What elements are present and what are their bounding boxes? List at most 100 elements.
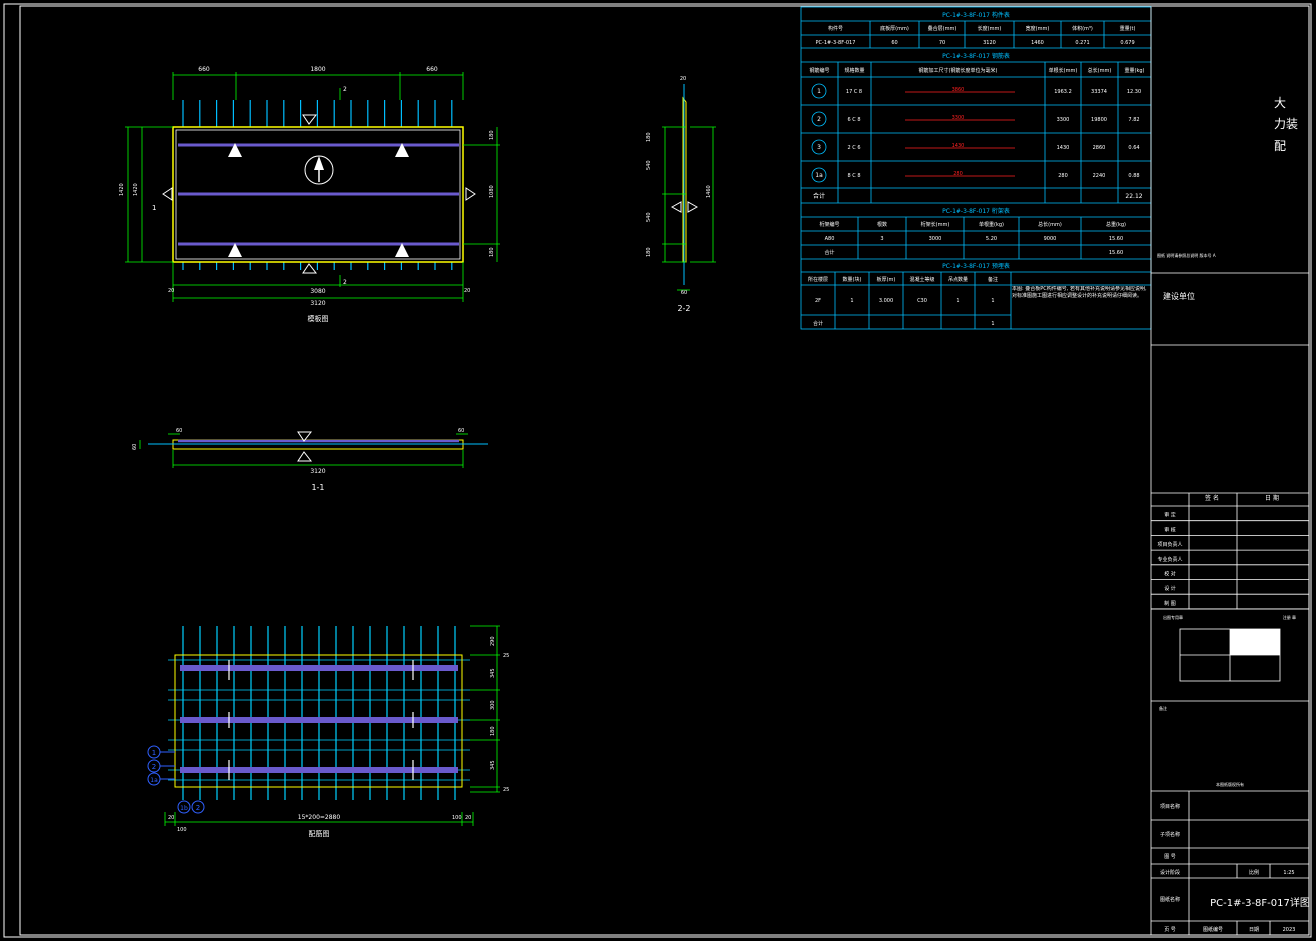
sign-row-label: 专业负责人	[1157, 556, 1182, 563]
build-unit-label: 建设单位	[1163, 291, 1195, 301]
rebar-header-cell: 重量(kg)	[1125, 67, 1145, 74]
section-mark-label: 2	[343, 86, 347, 93]
section-2-label: 2-2	[677, 304, 690, 313]
callout-label: 1	[152, 749, 156, 757]
dim-label: 3080	[310, 288, 325, 295]
rebar-len: 1963.2	[1054, 89, 1072, 95]
component-cell: 70	[939, 40, 945, 46]
truss-cell: 3	[880, 236, 883, 242]
truss-cell: A80	[825, 236, 835, 242]
lifting-point-icon	[228, 243, 242, 257]
component-header-cell: 体积(m³)	[1072, 25, 1093, 32]
embedded-cell: 1	[956, 298, 959, 304]
section-1-view: 60 60 60 3120 1-1	[132, 428, 488, 492]
sign-header: 签 名	[1205, 494, 1219, 502]
truss-table-title: PC-1#-3-8F-017 桁架表	[942, 207, 1010, 215]
callout-label: 1a	[150, 777, 158, 784]
dim-label: 660	[426, 66, 438, 73]
dim-label: 1460	[706, 185, 712, 198]
reinforcement-view: 1 2 1a 1b 2 15*200=2880 20 100 100 20 配筋…	[147, 625, 509, 838]
dim-label: 180	[646, 132, 652, 142]
component-header-cell: 宽度(mm)	[1026, 25, 1050, 32]
rebar-shape-dim: 280	[953, 171, 963, 177]
dim-label: 345	[490, 760, 496, 770]
rebar-len: 280	[1058, 173, 1068, 179]
inner-frame	[19, 5, 1310, 936]
dim-label: 3120	[310, 468, 325, 475]
embedded-header-cell: 混凝土等级	[909, 276, 934, 283]
reinforcement-dimensions	[164, 625, 500, 826]
view-marker-icon	[302, 114, 318, 125]
component-cell: 0.271	[1075, 40, 1089, 46]
dim-label: 300	[490, 700, 496, 710]
component-table-header: 构件号底板厚(mm)叠合层(mm)长度(mm)宽度(mm)体积(m³)重量(t)	[828, 25, 1135, 32]
rebar-id: 2	[817, 116, 821, 123]
page-label: 页 号	[1164, 927, 1176, 933]
dim-label: 20	[464, 288, 470, 294]
truss-header-cell: 总重(kg)	[1106, 221, 1126, 228]
title-block: 大 力装 配 图纸 说明请参照总说明 版本号 A 建设单位 签 名 日 期 审 …	[1150, 7, 1310, 935]
embedded-header-cell: 吊点数量	[948, 276, 968, 283]
sub-project-label: 子项名称	[1160, 831, 1180, 838]
truss-header-cell: 桁架编号	[819, 221, 839, 228]
component-cell: 0.679	[1120, 40, 1134, 46]
dim-label: 1080	[489, 185, 495, 198]
component-table-title: PC-1#-3-8F-017 构件表	[942, 11, 1010, 19]
rebar-id: 1	[817, 88, 821, 95]
rebar-header-cell: 总长(mm)	[1088, 67, 1112, 74]
embedded-table-header: 所在楼层数量(块)板厚(m)混凝土等级吊点数量备注	[808, 276, 998, 283]
dim-label: 660	[198, 66, 210, 73]
lifting-rebar-group	[228, 660, 414, 780]
component-cell: 60	[891, 40, 897, 46]
embedded-header-cell: 备注	[988, 276, 998, 283]
rebar-header-cell: 单根长(mm)	[1049, 67, 1078, 74]
rebar-id-circle	[811, 83, 827, 99]
callout-label: 1b	[180, 805, 188, 812]
truss-cell: 3000	[929, 236, 942, 242]
sign-row-label: 项目负责人	[1157, 541, 1182, 548]
truss-cell: 合计	[824, 249, 834, 256]
view-marker-icon	[465, 187, 476, 201]
drawing-no-label: 图 号	[1164, 854, 1176, 860]
view-marker-icon	[297, 451, 313, 462]
dim-label: 540	[646, 160, 652, 170]
dim-label: 15*200=2880	[298, 814, 341, 821]
rebar-id-circle	[811, 111, 827, 127]
embedded-note: 本图: 叠合板PC构件编号, 若有其他补充说明请参见相应说明, 对标准图施工图进…	[1012, 286, 1147, 299]
dim-label: 20	[168, 288, 174, 294]
truss-cell: 5.20	[986, 236, 997, 242]
section-mark-label: 1	[152, 204, 156, 212]
rebar-vertical-group	[182, 626, 456, 800]
truss-header-cell: 总长(mm)	[1038, 221, 1062, 228]
rebar-spec: 2 C 6	[847, 145, 860, 151]
rebar-id-circle	[811, 139, 827, 155]
dim-label: 290	[490, 636, 496, 646]
lifting-point-icon	[395, 143, 409, 157]
embedded-header-cell: 数量(块)	[843, 276, 862, 283]
rebar-id: 3	[817, 144, 821, 151]
section-1-label: 1-1	[311, 483, 324, 492]
company-line: 大	[1274, 96, 1286, 110]
orientation-arrow-icon	[314, 156, 324, 170]
dim-label: 20	[168, 815, 174, 821]
remarks-label: 备注	[1159, 705, 1167, 711]
rebar-header-cell: 钢筋加工尺寸(钢筋长度单位为毫米)	[919, 67, 998, 74]
lifting-point-icon	[395, 243, 409, 257]
rebar-spec: 17 C 8	[846, 89, 862, 95]
rebar-spec: 6 C 8	[847, 117, 860, 123]
project-name-label: 项目名称	[1160, 803, 1180, 810]
rebar-shape-dim: 3860	[952, 87, 965, 93]
truss-cell: 15.60	[1109, 236, 1123, 242]
dim-label: 3120	[310, 300, 325, 307]
truss-cell: 15.60	[1109, 250, 1123, 256]
company-line: 力装	[1274, 117, 1298, 131]
date-value: 2023	[1283, 927, 1296, 933]
embedded-cell: 1	[991, 298, 994, 304]
rebar-weight: 0.88	[1128, 173, 1139, 179]
rebar-len: 3300	[1057, 117, 1070, 123]
rebar-len: 1430	[1057, 145, 1070, 151]
slab-inner-outline	[175, 129, 461, 260]
component-cell: 1460	[1031, 40, 1044, 46]
embedded-cell: 合计	[813, 320, 823, 327]
component-header-cell: 重量(t)	[1120, 25, 1136, 32]
